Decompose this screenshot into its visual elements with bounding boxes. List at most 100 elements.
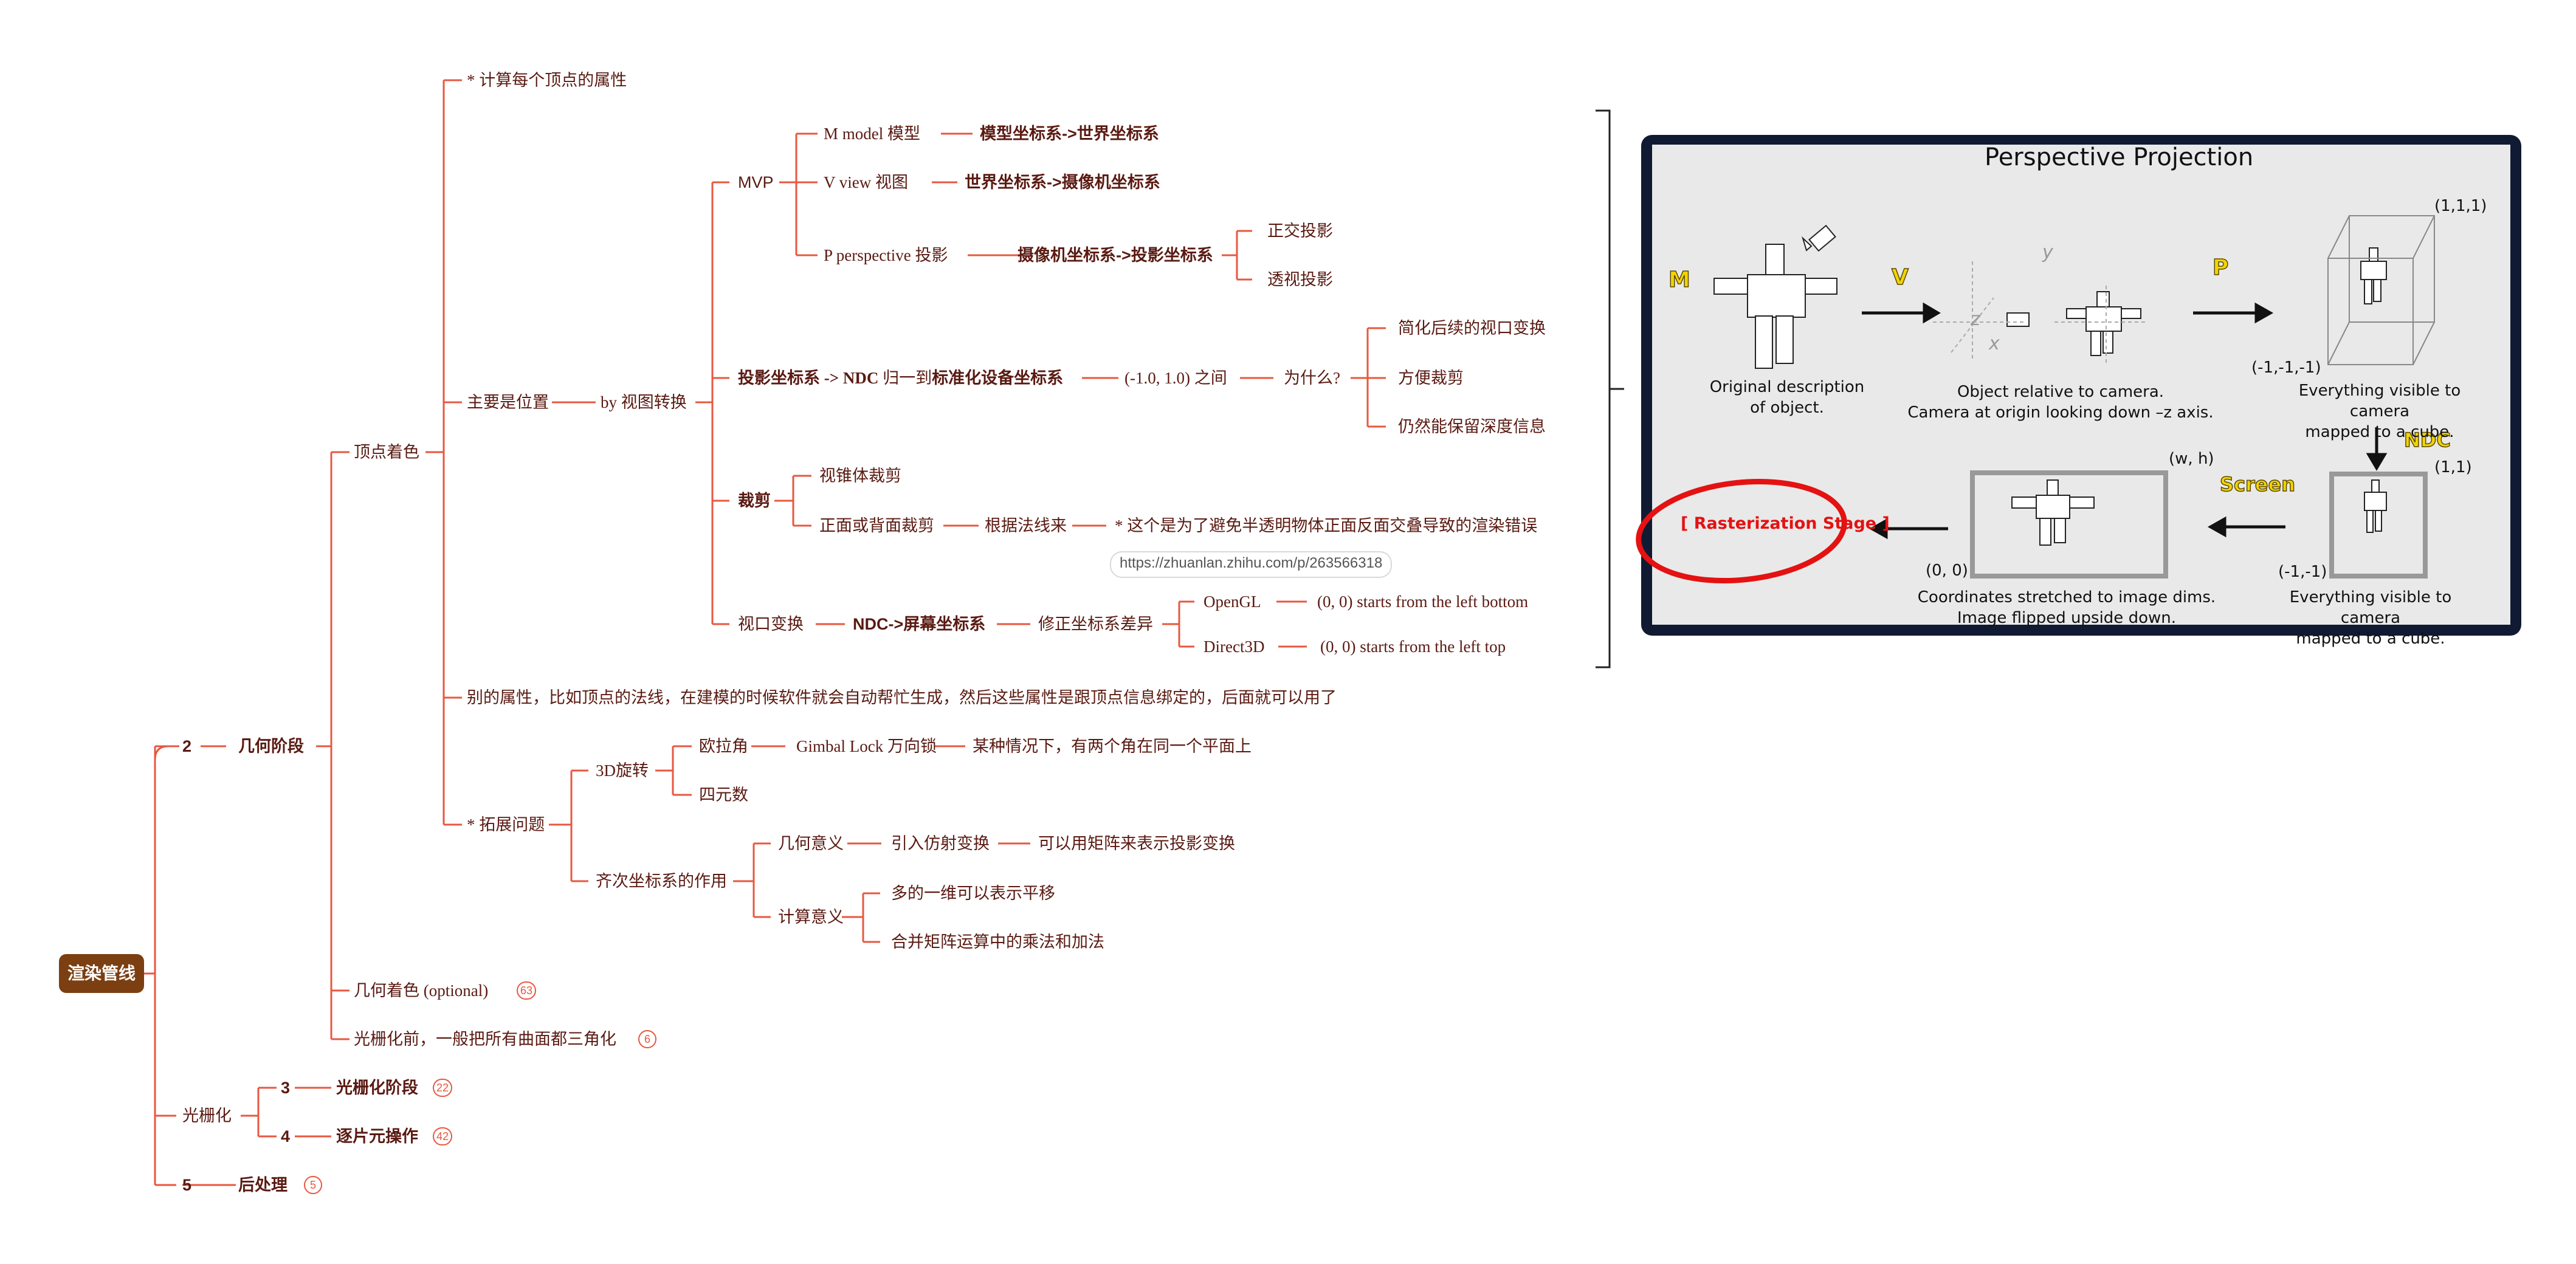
caption-original-l1: Original description [1709,378,1865,396]
node-perspective-projection[interactable]: 透视投影 [1267,270,1333,289]
coord-zero: (0, 0) [1926,562,1968,580]
caption-original-l2: of object. [1750,399,1824,417]
label-screen: Screen [2219,472,2295,496]
node-opengl[interactable]: OpenGL [1204,592,1261,611]
node-range[interactable]: (-1.0, 1.0) 之间 [1124,369,1227,387]
node-geometry-shader[interactable]: 几何着色 (optional) [354,981,489,1000]
node-post-processing[interactable]: 后处理 [238,1176,288,1194]
node-3-number: 3 [281,1079,291,1097]
node-homogeneous[interactable]: 齐次坐标系的作用 [596,872,727,890]
node-pre-rasterize[interactable]: 光栅化前，一般把所有曲面都三角化 [354,1030,616,1048]
coord-m111: (-1,-1,-1) [2251,359,2321,377]
node-4-number: 4 [281,1127,291,1146]
coord-11: (1,1) [2434,458,2472,476]
node-frustum-clip[interactable]: 视锥体裁剪 [819,467,901,485]
node-geometry-stage[interactable]: 几何阶段 [238,737,304,755]
node-viewport-transform[interactable]: 视口变换 [738,615,804,633]
node-why-3[interactable]: 仍然能保留深度信息 [1398,417,1546,436]
coord-wh: (w, h) [2169,450,2214,468]
caption-camera-l1: Object relative to camera. [1957,383,2164,401]
figure-canvas [1652,145,2510,625]
figure-title: Perspective Projection [1985,143,2254,171]
node-affine-desc[interactable]: 可以用矩阵来表示投影变换 [1038,834,1235,853]
node-p-perspective-desc[interactable]: 摄像机坐标系->投影坐标系 [1018,246,1213,264]
node-gimbal-desc[interactable]: 某种情况下，有两个角在同一个平面上 [973,737,1252,755]
coord-m11: (-1,-1) [2278,563,2327,581]
node-opengl-desc[interactable]: (0, 0) starts from the left bottom [1317,592,1529,611]
node-ndc-to-screen[interactable]: NDC->屏幕坐标系 [853,615,986,633]
ndc-part-a: 投影坐标系 -> NDC [738,369,879,387]
caption-cube-top-l1: Everything visible to camera [2298,382,2461,421]
node-fix-difference[interactable]: 修正坐标系差异 [1038,615,1153,633]
axis-x: x [1989,333,2000,354]
node-m-model-desc[interactable]: 模型坐标系->世界坐标系 [980,125,1159,143]
node-extension[interactable]: * 拓展问题 [467,816,545,834]
node-quaternion[interactable]: 四元数 [699,786,748,804]
caption-camera: Object relative to camera. Camera at orig… [1903,382,2219,423]
node-2-number: 2 [182,737,192,755]
node-rasterization-stage[interactable]: 光栅化阶段 [336,1079,418,1097]
node-p-perspective[interactable]: P perspective 投影 [824,246,948,264]
badge-pre-rasterize[interactable]: 6 [638,1030,656,1048]
node-why[interactable]: 为什么? [1284,369,1340,387]
rasterization-stage-label: [ Rasterization Stage ] [1681,514,1890,533]
root-node[interactable]: 渲染管线 [59,954,144,993]
caption-cube-top: Everything visible to camera mapped to a … [2270,380,2489,442]
caption-original: Original description of object. [1696,377,1878,418]
node-calc-attributes[interactable]: * 计算每个顶点的属性 [467,71,627,89]
node-main-position[interactable]: 主要是位置 [467,393,549,411]
node-why-2[interactable]: 方便裁剪 [1398,369,1464,387]
ndc-part-b: 归一到 [878,369,932,387]
node-rasterization[interactable]: 光栅化 [182,1107,232,1125]
node-face-clip[interactable]: 正面或背面裁剪 [819,517,934,535]
label-v: V [1891,264,1909,290]
badge-per-fragment[interactable]: 42 [433,1127,453,1146]
node-geometric-meaning[interactable]: 几何意义 [778,834,844,853]
node-v-view-desc[interactable]: 世界坐标系->摄像机坐标系 [965,173,1160,191]
node-by-normal[interactable]: 根据法线来 [985,517,1067,535]
caption-screen-l1: Coordinates stretched to image dims. [1917,588,2216,606]
label-m: M [1668,267,1690,293]
caption-screen: Coordinates stretched to image dims.Imag… [1915,587,2219,628]
node-compute-meaning[interactable]: 计算意义 [778,908,844,926]
caption-cube-top-l2: mapped to a cube. [2305,423,2454,441]
badge-post-processing[interactable]: 5 [304,1176,322,1194]
node-vertex-shading[interactable]: 顶点着色 [354,443,419,461]
node-euler[interactable]: 欧拉角 [699,737,748,755]
caption-camera-l2: Camera at origin looking down –z axis. [1907,404,2214,422]
axis-z: z [1971,309,1980,330]
node-gimbal-lock[interactable]: Gimbal Lock 万向锁 [796,737,937,755]
badge-rasterization-stage[interactable]: 22 [433,1079,453,1097]
node-per-fragment[interactable]: 逐片元操作 [336,1127,418,1146]
node-orthographic[interactable]: 正交投影 [1267,222,1333,240]
node-ndc[interactable]: 投影坐标系 -> NDC 归一到标准化设备坐标系 [738,368,1063,388]
axis-y: y [2042,242,2053,263]
node-affine[interactable]: 引入仿射变换 [891,834,990,853]
badge-geometry-shader[interactable]: 63 [517,981,537,1000]
node-compute-2[interactable]: 合并矩阵运算中的乘法和加法 [891,933,1104,951]
label-p: P [2212,255,2229,281]
coord-111: (1,1,1) [2434,197,2487,215]
node-direct3d-desc[interactable]: (0, 0) starts from the left top [1320,637,1506,656]
node-m-model[interactable]: M model 模型 [824,125,920,143]
node-3d-rotation[interactable]: 3D旋转 [596,761,649,780]
node-clipping[interactable]: 裁剪 [738,492,771,510]
ndc-part-c: 标准化设备坐标系 [932,369,1064,387]
node-direct3d[interactable]: Direct3D [1204,637,1265,656]
node-v-view[interactable]: V view 视图 [824,173,908,191]
link-url[interactable]: https://zhuanlan.zhihu.com/p/263566318 [1110,551,1393,578]
node-other-attributes[interactable]: 别的属性，比如顶点的法线，在建模的时候软件就会自动帮忙生成，然后这些属性是跟顶点… [467,689,1337,707]
caption-cube-bottom-l2: mapped to a cube. [2296,630,2445,648]
node-compute-1[interactable]: 多的一维可以表示平移 [891,884,1055,902]
node-face-clip-desc[interactable]: * 这个是为了避免半透明物体正面反面交叠导致的渲染错误 [1115,517,1538,535]
node-why-1[interactable]: 简化后续的视口变换 [1398,319,1546,337]
caption-cube-bottom: Everything visible to camera mapped to a … [2261,587,2480,649]
node-by-view-transform[interactable]: by 视图转换 [601,393,687,411]
caption-cube-bottom-l1: Everything visible to camera [2289,588,2452,627]
node-mvp[interactable]: MVP [738,173,774,191]
label-ndc: NDC [2403,428,2451,452]
node-5-number: 5 [182,1176,192,1194]
perspective-projection-image[interactable] [1641,135,2521,636]
